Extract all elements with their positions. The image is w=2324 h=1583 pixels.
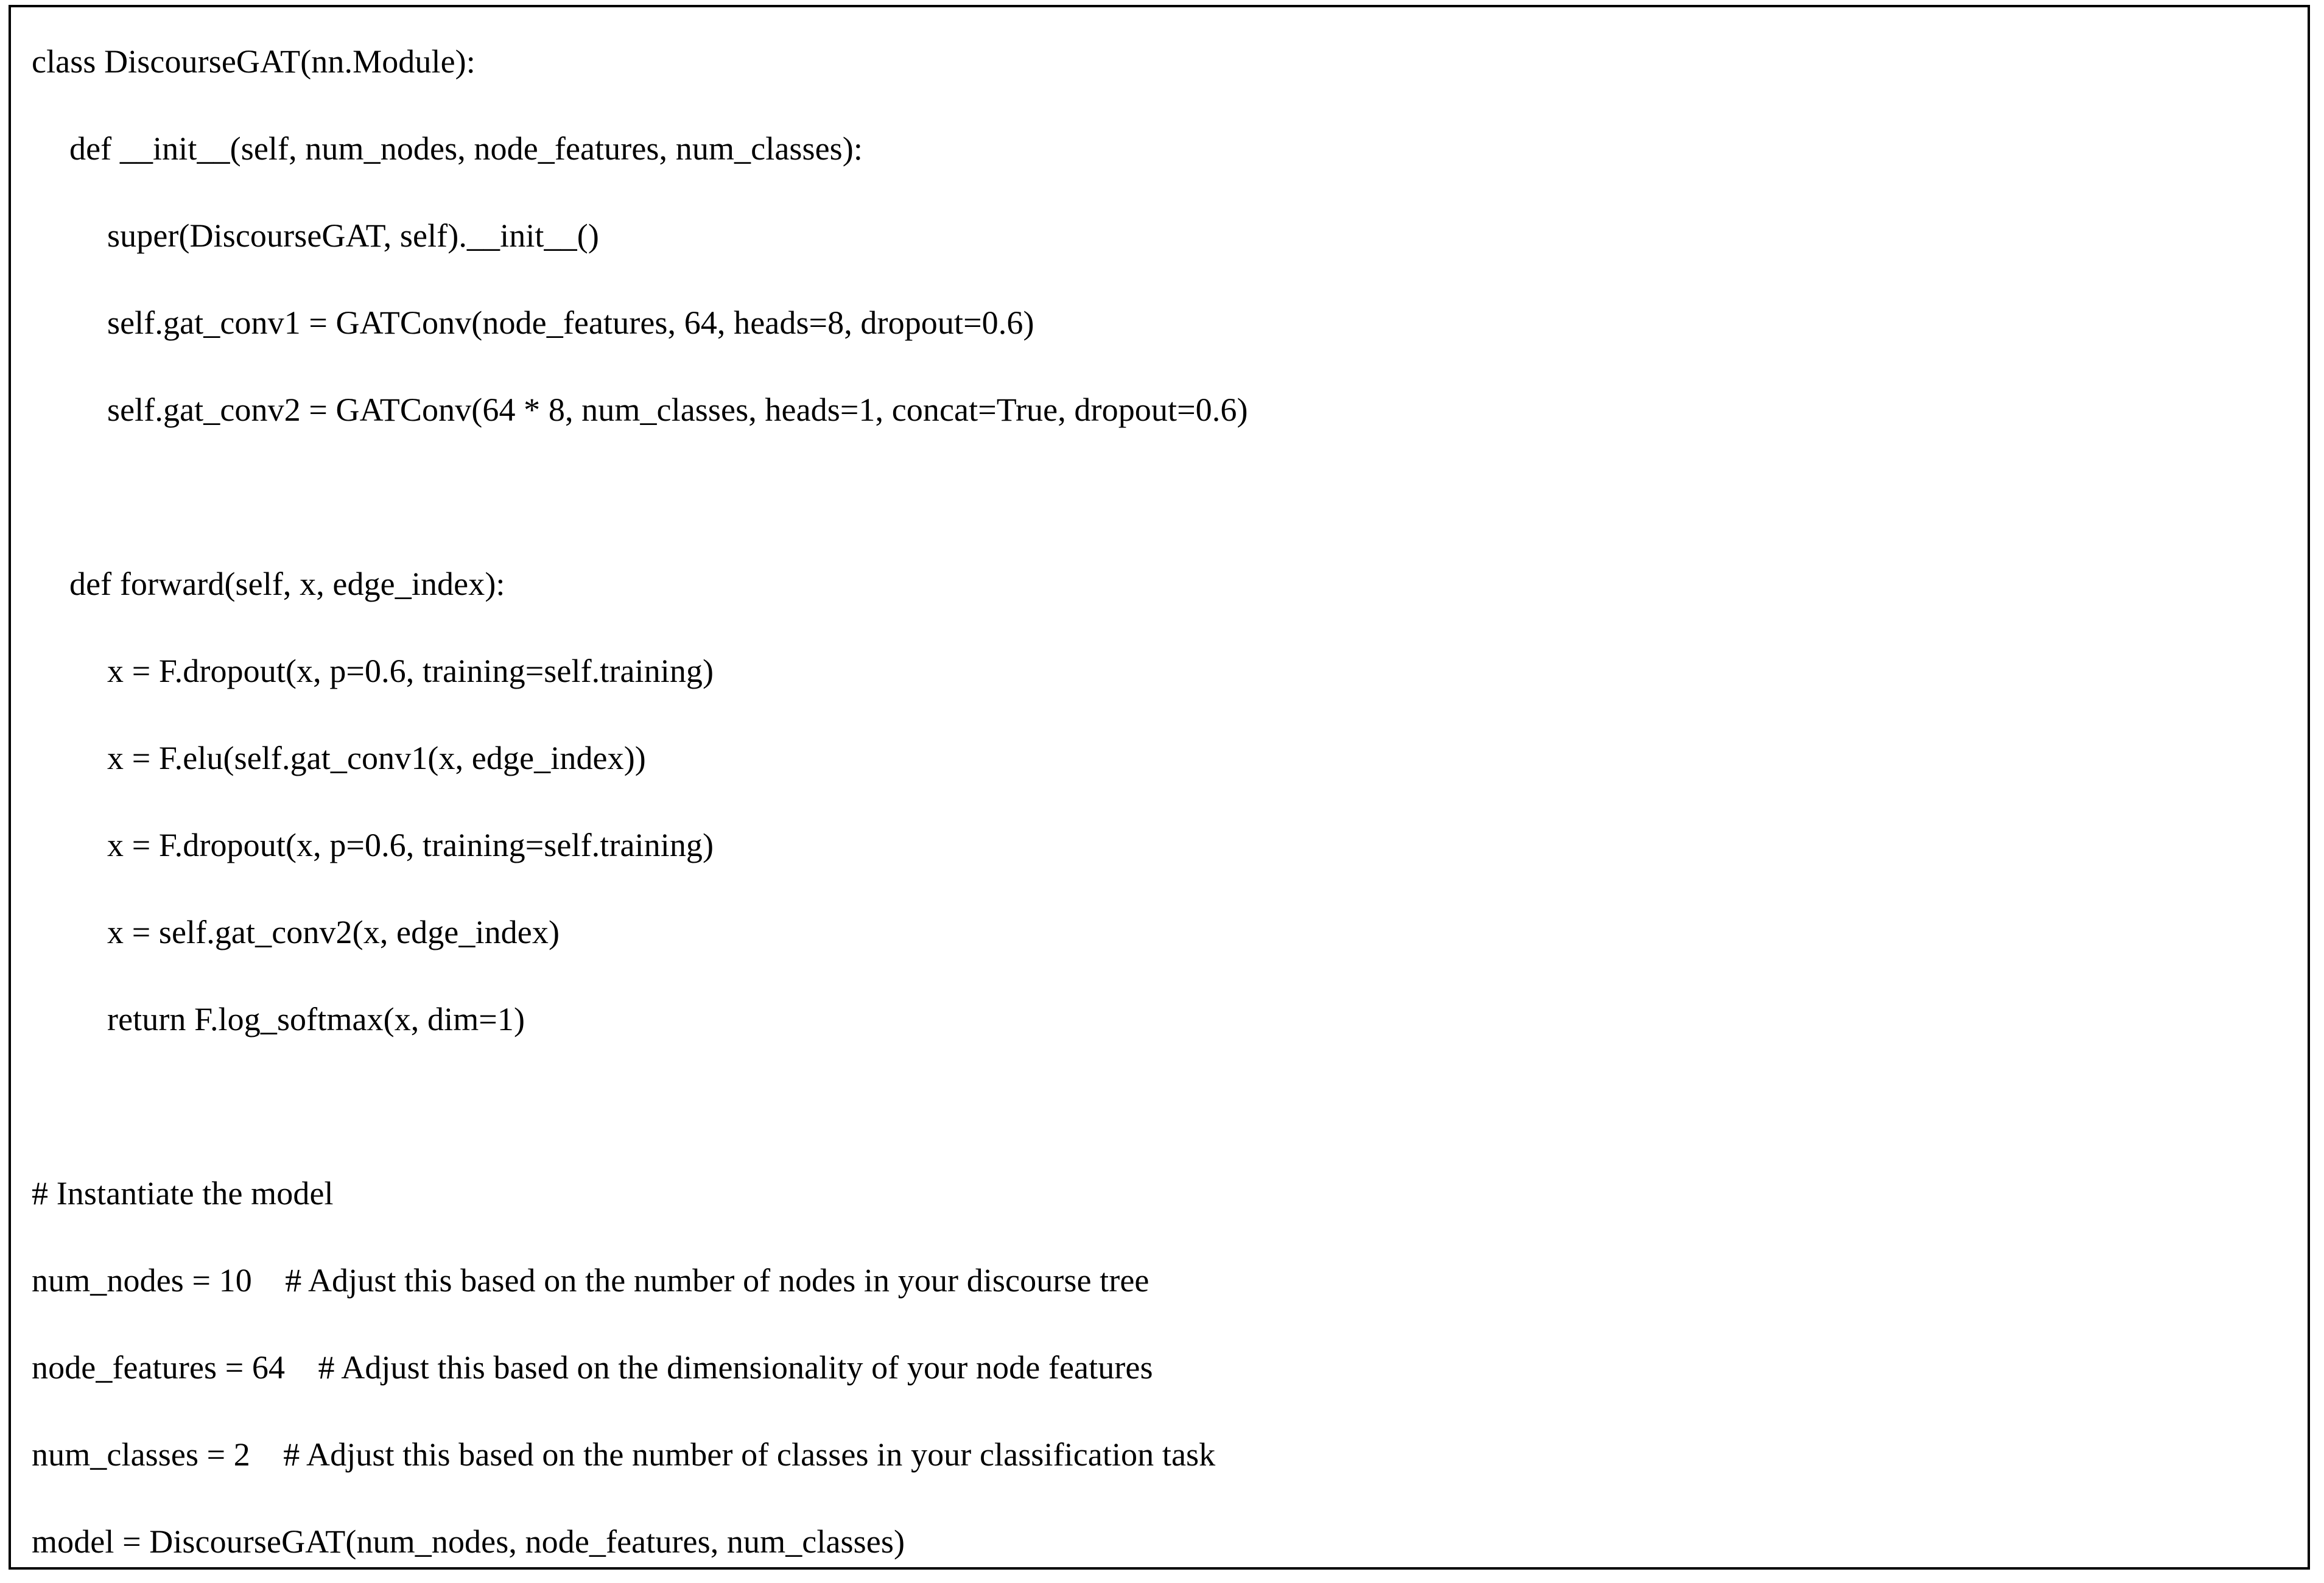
code-line: x = self.gat_conv2(x, edge_index) bbox=[107, 914, 560, 950]
code-listing-box: class DiscourseGAT(nn.Module): def __init… bbox=[9, 5, 2310, 1570]
code-line: x = F.dropout(x, p=0.6, training=self.tr… bbox=[107, 653, 714, 689]
code-line: node_features = 64 # Adjust this based o… bbox=[32, 1349, 1153, 1386]
code-line: return F.log_softmax(x, dim=1) bbox=[107, 1001, 525, 1037]
code-line: num_nodes = 10 # Adjust this based on th… bbox=[32, 1262, 1150, 1299]
code-line-blank bbox=[32, 1063, 2308, 1150]
code-line: def __init__(self, num_nodes, node_featu… bbox=[69, 130, 863, 167]
code-line: class DiscourseGAT(nn.Module): bbox=[32, 43, 476, 80]
code-listing: class DiscourseGAT(nn.Module): def __init… bbox=[32, 18, 2308, 1567]
code-line: num_classes = 2 # Adjust this based on t… bbox=[32, 1436, 1216, 1473]
code-line: model = DiscourseGAT(num_nodes, node_fea… bbox=[32, 1523, 905, 1560]
code-line: def forward(self, x, edge_index): bbox=[69, 566, 505, 602]
code-line: x = F.dropout(x, p=0.6, training=self.tr… bbox=[107, 827, 714, 863]
code-line-blank bbox=[32, 454, 2308, 541]
code-line: x = F.elu(self.gat_conv1(x, edge_index)) bbox=[107, 740, 646, 776]
code-line: self.gat_conv2 = GATConv(64 * 8, num_cla… bbox=[107, 391, 1248, 428]
code-line: super(DiscourseGAT, self).__init__() bbox=[107, 217, 599, 254]
code-line: self.gat_conv1 = GATConv(node_features, … bbox=[107, 304, 1034, 341]
code-line: # Instantiate the model bbox=[32, 1175, 334, 1212]
